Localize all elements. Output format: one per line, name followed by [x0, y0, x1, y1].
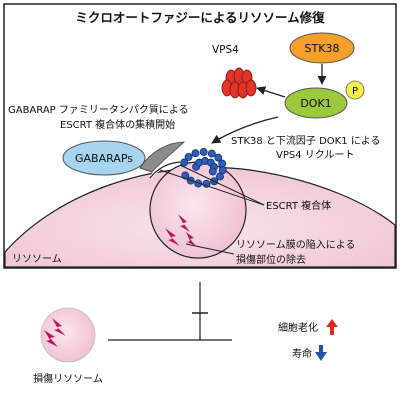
stk38-annotation-line1: STK38 と下流因子 DOK1 による [231, 134, 380, 147]
escrt-bead [180, 158, 189, 167]
escrt-bead [199, 148, 208, 156]
gabarap-annotation-line1: GABARAP ファミリータンパク質による [8, 103, 189, 116]
up-arrow-icon [326, 319, 338, 335]
invag-annotation-line1: リソソーム膜の陥入による [236, 238, 355, 251]
phospho-badge [345, 80, 365, 100]
damage-bottom-icon [44, 318, 66, 347]
escrt-bead [214, 153, 223, 162]
dok1-to-vps4-arrow [256, 86, 286, 98]
escrt-bead [207, 149, 216, 158]
stk38-label: STK38 [305, 42, 340, 55]
lifespan-label: 寿命 [292, 347, 312, 360]
invaginating-vesicle [149, 161, 247, 259]
dok1-label: DOK1 [300, 97, 331, 110]
escrt-bead [184, 152, 193, 161]
damaged-lysosome-label: 損傷リソソーム [33, 372, 103, 385]
adaptor-crescent [139, 141, 185, 173]
invag-pointer [185, 243, 235, 255]
damage-mark-icon [165, 214, 196, 246]
escrt-bead [216, 172, 224, 181]
gabaraps-node [62, 140, 146, 176]
escrt-bead [191, 149, 200, 158]
escrt-filament [180, 148, 227, 188]
lysosome-label: リソソーム [12, 253, 62, 265]
gabarap-annotation-line2: ESCRT 複合体の集積開始 [60, 118, 175, 131]
vps4-label: VPS4 [212, 44, 239, 56]
escrt-bead [218, 159, 227, 168]
vps4-hexamer [221, 67, 257, 99]
stk38-annotation-line2: VPS4 リクルート [276, 149, 354, 161]
recruit-arrow [211, 116, 279, 144]
escrt-pointer-2 [179, 164, 265, 206]
escrt-bead [181, 171, 190, 180]
escrt-bead [194, 179, 203, 188]
senescence-label: 細胞老化 [278, 321, 318, 334]
escrt-bead [202, 179, 211, 188]
escrt-label: ESCRT 複合体 [266, 199, 331, 212]
diagram-title: ミクロオートファジーによるリソソーム修復 [75, 10, 325, 25]
escrt-bead [208, 167, 217, 176]
dok1-node [284, 87, 348, 119]
stk38-node [289, 32, 355, 64]
escrt-pointer-1 [159, 169, 265, 206]
invag-annotation-line2: 損傷部位の除去 [236, 253, 306, 266]
phospho-label: P [352, 86, 358, 97]
down-arrow-icon [315, 345, 327, 361]
gabaraps-label: GABARAPs [75, 152, 133, 165]
